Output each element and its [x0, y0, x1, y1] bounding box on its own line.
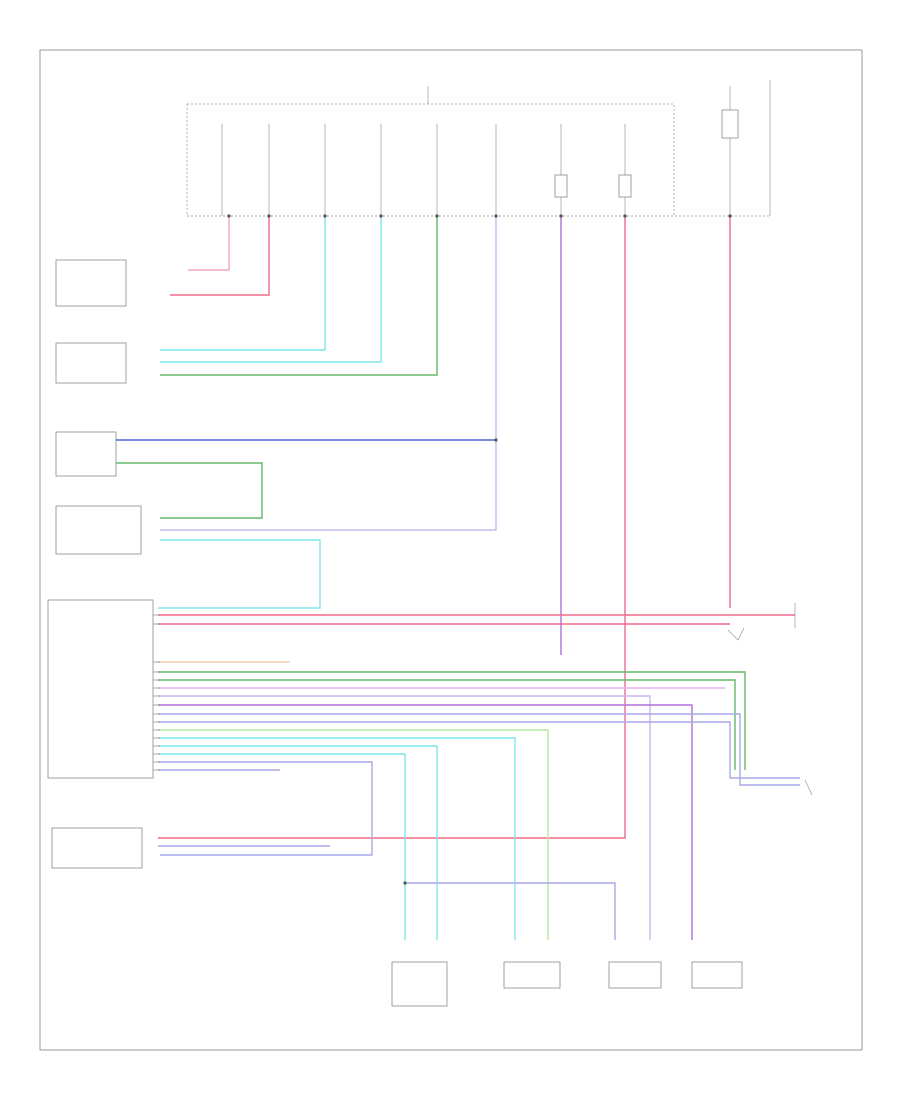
connector-boxes [47, 259, 154, 869]
pin-ticks [153, 614, 160, 771]
diagram-frame [39, 49, 863, 1051]
ground-symbol [727, 603, 813, 796]
wires [116, 216, 800, 940]
splices [227, 214, 732, 885]
fuse-block [186, 80, 771, 217]
bottom-components [391, 961, 743, 1007]
